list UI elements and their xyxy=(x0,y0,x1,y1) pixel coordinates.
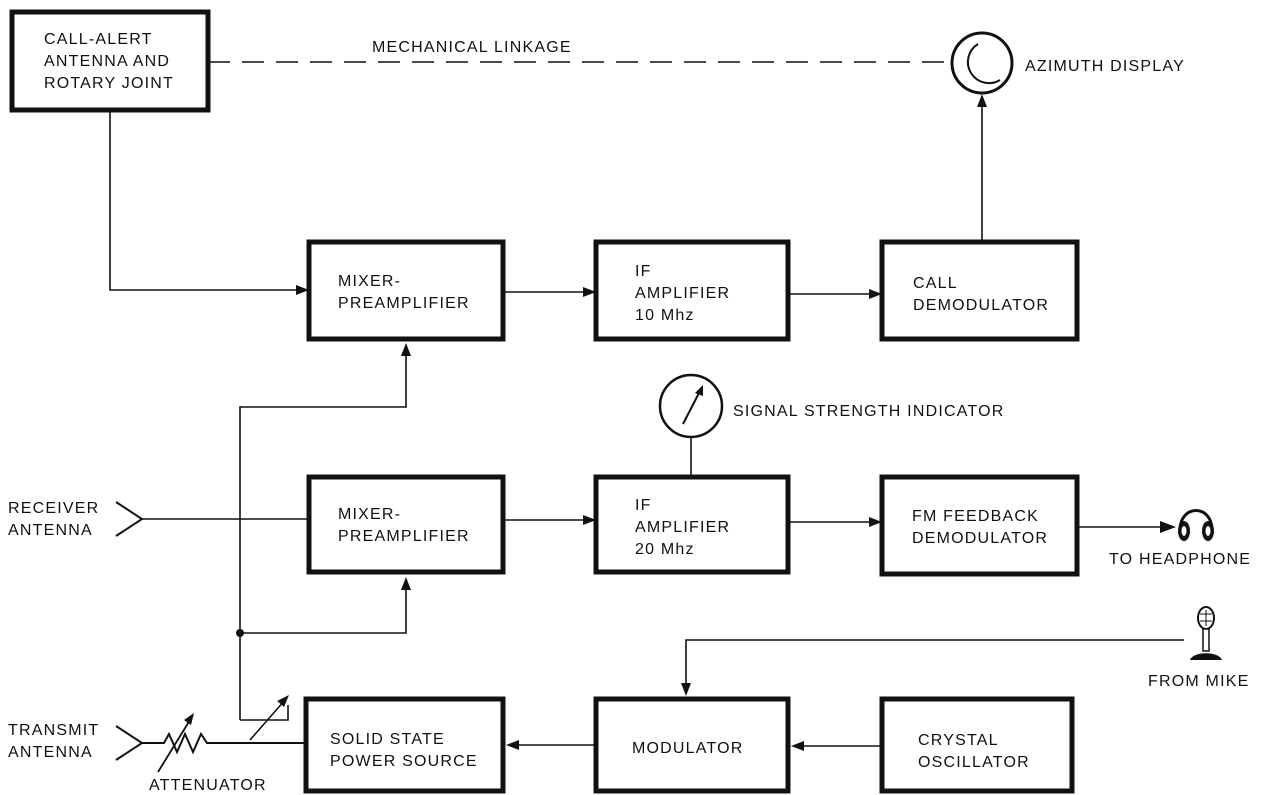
svg-text:POWER SOURCE: POWER SOURCE xyxy=(330,753,478,770)
svg-text:AMPLIFIER: AMPLIFIER xyxy=(635,285,730,302)
headphone-icon xyxy=(1178,509,1214,541)
arrow-head xyxy=(277,695,289,707)
transmit-antenna-label-2: ANTENNA xyxy=(8,744,93,761)
attenuator-label: ATTENUATOR xyxy=(149,777,267,794)
svg-text:MIXER-: MIXER- xyxy=(338,273,401,290)
arrow-head xyxy=(506,740,519,750)
wire-mike-to-modulator xyxy=(685,639,1184,685)
arrow-head xyxy=(869,517,882,527)
wire-bus-to-mixer-middle xyxy=(240,586,407,634)
junction-dot xyxy=(236,629,244,637)
svg-text:CALL-ALERT: CALL-ALERT xyxy=(44,31,153,48)
arrow-head xyxy=(401,577,411,590)
svg-text:PREAMPLIFIER: PREAMPLIFIER xyxy=(338,528,470,545)
arrow-head xyxy=(977,94,987,107)
arrow-head xyxy=(1160,521,1176,533)
svg-text:CALL: CALL xyxy=(913,275,958,292)
svg-text:PREAMPLIFIER: PREAMPLIFIER xyxy=(338,295,470,312)
mixer-preamplifier-top-block: MIXER- PREAMPLIFIER xyxy=(306,239,506,342)
arrow-head xyxy=(681,683,691,696)
svg-text:IF: IF xyxy=(635,263,652,280)
azimuth-dial-icon xyxy=(950,31,1014,95)
svg-text:CRYSTAL: CRYSTAL xyxy=(918,732,999,749)
svg-text:OSCILLATOR: OSCILLATOR xyxy=(918,754,1030,771)
arrow-head xyxy=(401,343,411,356)
svg-text:20 Mhz: 20 Mhz xyxy=(635,541,695,558)
meter-icon xyxy=(658,373,724,439)
arrow-head xyxy=(296,285,309,295)
wire-bus-to-mixer-top xyxy=(239,352,407,720)
receiver-antenna-label-2: ANTENNA xyxy=(8,522,93,539)
from-mike-label: FROM MIKE xyxy=(1148,673,1249,690)
microphone-icon xyxy=(1190,606,1222,660)
variable-indicator-arrow xyxy=(249,699,286,741)
transmit-antenna-icon xyxy=(115,725,144,761)
arrow-head xyxy=(583,287,596,297)
svg-text:MODULATOR: MODULATOR xyxy=(632,740,744,757)
fm-feedback-demodulator-block: FM FEEDBACK DEMODULATOR xyxy=(879,474,1080,577)
receiver-antenna-label-1: RECEIVER xyxy=(8,500,99,517)
receiver-antenna-icon xyxy=(115,501,144,537)
solid-state-power-source-block: SOLID STATE POWER SOURCE xyxy=(303,696,506,794)
arrow-head xyxy=(583,515,596,525)
modulator-block: MODULATOR xyxy=(593,696,791,794)
if-amplifier-20mhz-block: IF AMPLIFIER 20 Mhz xyxy=(593,474,791,575)
arrow-head xyxy=(791,741,804,751)
to-headphone-label: TO HEADPHONE xyxy=(1109,551,1251,568)
svg-text:IF: IF xyxy=(635,497,652,514)
if-amplifier-10mhz-block: IF AMPLIFIER 10 Mhz xyxy=(593,239,791,342)
svg-text:SOLID STATE: SOLID STATE xyxy=(330,731,445,748)
wire-call-antenna-to-mixer xyxy=(109,110,300,291)
variable-resistor-icon xyxy=(142,713,306,773)
arrow-head xyxy=(869,289,882,299)
svg-text:10 Mhz: 10 Mhz xyxy=(635,307,695,324)
azimuth-display-label: AZIMUTH DISPLAY xyxy=(1025,58,1185,75)
svg-text:MIXER-: MIXER- xyxy=(338,506,401,523)
svg-text:FM FEEDBACK: FM FEEDBACK xyxy=(912,508,1039,525)
svg-text:DEMODULATOR: DEMODULATOR xyxy=(912,530,1048,547)
svg-text:DEMODULATOR: DEMODULATOR xyxy=(913,297,1049,314)
svg-text:AMPLIFIER: AMPLIFIER xyxy=(635,519,730,536)
signal-strength-label: SIGNAL STRENGTH INDICATOR xyxy=(733,403,1005,420)
call-demodulator-block: CALL DEMODULATOR xyxy=(879,239,1080,342)
wire-bus-bracket xyxy=(240,705,289,721)
transmit-antenna-label-1: TRANSMIT xyxy=(8,722,99,739)
call-alert-antenna-block: CALL-ALERT ANTENNA AND ROTARY JOINT xyxy=(9,9,211,113)
mechanical-linkage-label: MECHANICAL LINKAGE xyxy=(372,39,572,56)
svg-text:ANTENNA AND: ANTENNA AND xyxy=(44,53,170,70)
crystal-oscillator-block: CRYSTAL OSCILLATOR xyxy=(879,696,1075,794)
mixer-preamplifier-middle-block: MIXER- PREAMPLIFIER xyxy=(306,474,506,575)
svg-text:ROTARY JOINT: ROTARY JOINT xyxy=(44,75,174,92)
